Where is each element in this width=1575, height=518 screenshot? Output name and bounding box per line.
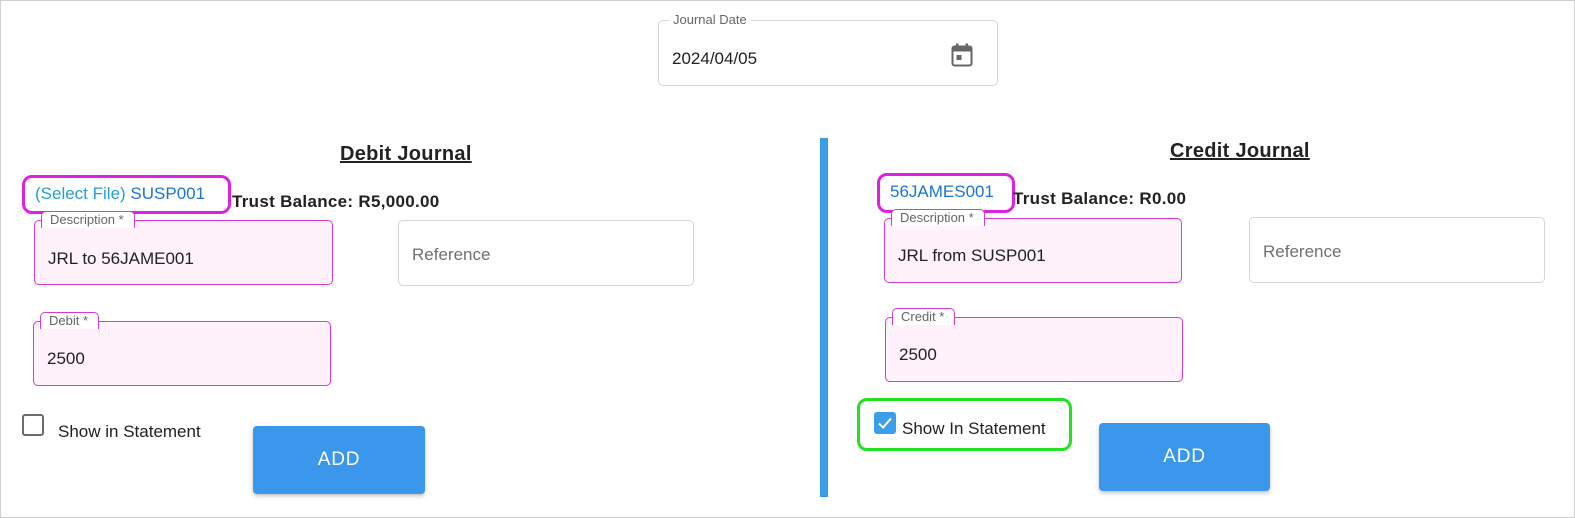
debit-journal-title: Debit Journal: [340, 143, 472, 165]
calendar-icon[interactable]: [951, 43, 973, 72]
journal-divider: [820, 138, 828, 497]
credit-amount-value: 2500: [899, 345, 937, 364]
journal-date-value: 2024/04/05: [672, 49, 758, 68]
credit-show-in-statement-checkbox[interactable]: [874, 412, 896, 434]
debit-amount-label: Debit *: [40, 312, 100, 329]
credit-file-link[interactable]: 56JAMES001: [877, 173, 1015, 213]
credit-amount-label: Credit *: [892, 308, 956, 325]
journal-date-field[interactable]: Journal Date 2024/04/05: [658, 12, 998, 86]
debit-reference-placeholder: Reference: [412, 245, 491, 264]
credit-reference-placeholder: Reference: [1263, 242, 1342, 261]
credit-description-label: Description *: [891, 209, 985, 226]
debit-description-value: JRL to 56JAME001: [48, 249, 194, 268]
debit-select-file-link[interactable]: (Select File) SUSP001: [22, 175, 231, 214]
debit-show-in-statement-checkbox[interactable]: [22, 414, 44, 436]
debit-amount-value: 2500: [47, 349, 85, 368]
debit-show-in-statement-label: Show in Statement: [58, 422, 201, 441]
credit-amount-field[interactable]: Credit * 2500: [885, 308, 1183, 382]
credit-file-code: 56JAMES001: [890, 182, 994, 201]
credit-journal-title: Credit Journal: [1170, 140, 1310, 162]
debit-trust-balance: Trust Balance: R5,000.00: [232, 192, 440, 211]
credit-description-value: JRL from SUSP001: [898, 246, 1046, 265]
debit-reference-field[interactable]: Reference: [398, 220, 694, 286]
debit-description-field[interactable]: Description * JRL to 56JAME001: [34, 211, 333, 285]
debit-amount-field[interactable]: Debit * 2500: [33, 312, 331, 386]
debit-file-code: SUSP001: [130, 184, 206, 203]
credit-show-in-statement-highlight: [857, 398, 1072, 451]
journal-date-label: Journal Date: [669, 12, 751, 28]
debit-description-label: Description *: [41, 211, 135, 228]
credit-description-field[interactable]: Description * JRL from SUSP001: [884, 209, 1182, 283]
credit-trust-balance: Trust Balance: R0.00: [1013, 189, 1187, 208]
credit-add-button[interactable]: ADD: [1099, 423, 1270, 491]
credit-show-in-statement-label: Show In Statement: [902, 419, 1046, 438]
checkmark-icon: [878, 417, 892, 429]
select-file-prefix: (Select File): [35, 184, 126, 203]
debit-add-button[interactable]: ADD: [253, 426, 425, 494]
credit-reference-field[interactable]: Reference: [1249, 217, 1545, 283]
